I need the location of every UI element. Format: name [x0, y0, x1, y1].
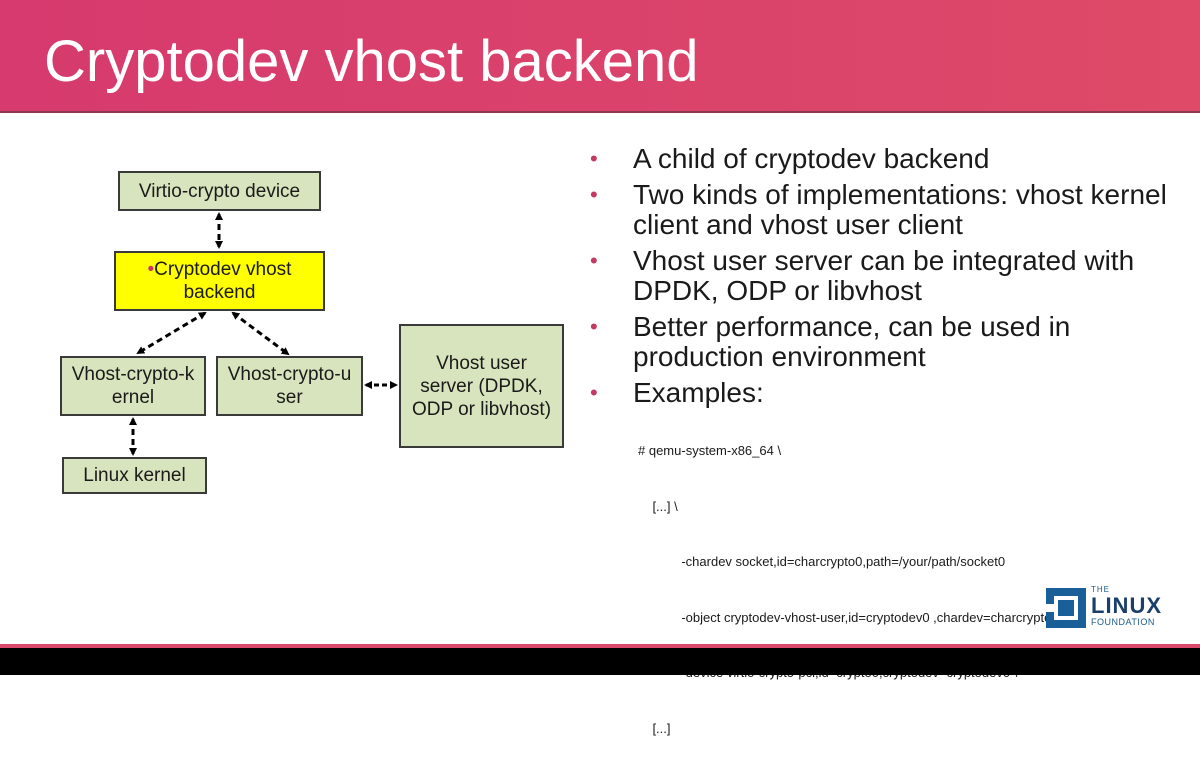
- arrow-backend-to-user-client: [231, 311, 290, 356]
- arrow-backend-to-kernel-client: [136, 311, 207, 355]
- linux-kernel-box: Linux kernel: [62, 457, 207, 494]
- code-line: # qemu-system-x86_64 \: [638, 443, 782, 458]
- code-line: -chardev socket,id=charcrypto0,path=/you…: [638, 554, 1006, 569]
- bullet-marker: •: [590, 146, 598, 171]
- virtio-crypto-device-label: Virtio-crypto device: [138, 180, 301, 202]
- bullet-marker: •: [590, 380, 598, 405]
- cryptodev-vhost-backend-box: •Cryptodev vhost backend: [114, 251, 325, 311]
- linux-foundation-logo: THE LINUX FOUNDATION: [1046, 585, 1176, 630]
- bullet-item: •A child of cryptodev backend: [590, 143, 990, 174]
- vhost-crypto-kernel-label: Vhost-crypto-kernel: [71, 364, 195, 408]
- title-bar: Cryptodev vhost backend: [0, 0, 1200, 111]
- code-line: -object cryptodev-vhost-user,id=cryptode…: [638, 609, 1063, 625]
- bullet-marker: •: [590, 248, 598, 273]
- title-divider: [0, 111, 1200, 113]
- vhost-user-server-box: Vhost user server (DPDK, ODP or libvhost…: [399, 324, 564, 448]
- linux-kernel-label: Linux kernel: [83, 465, 186, 486]
- vhost-crypto-user-label: Vhost-crypto-user: [227, 364, 352, 408]
- bullet-marker: •: [590, 182, 598, 207]
- qemu-command-example: # qemu-system-x86_64 \ [...] \ -chardev …: [638, 405, 1062, 757]
- bullet-marker: •: [590, 314, 598, 339]
- logo-the: THE: [1091, 585, 1110, 594]
- linux-foundation-mark-icon: [1046, 588, 1086, 628]
- code-line: [...]: [638, 720, 671, 736]
- vhost-crypto-kernel-box: Vhost-crypto-kernel: [60, 356, 206, 416]
- vhost-user-server-label: Vhost user server (DPDK, ODP or libvhost…: [411, 352, 552, 420]
- bullet-item: •Two kinds of implementations: vhost ker…: [590, 179, 1167, 240]
- bullet-list: •A child of cryptodev backend •Two kinds…: [590, 144, 1190, 414]
- logo-linux: LINUX: [1091, 593, 1162, 618]
- diagram-arrows: [129, 212, 398, 456]
- cryptodev-vhost-backend-label: •Cryptodev vhost backend: [147, 259, 292, 303]
- bullet-item: •Better performance, can be used in prod…: [590, 311, 1071, 372]
- vhost-crypto-user-box: Vhost-crypto-user: [216, 356, 363, 416]
- virtio-crypto-device-box: Virtio-crypto device: [118, 171, 321, 211]
- logo-foundation: FOUNDATION: [1091, 617, 1155, 627]
- bottom-accent-line: [0, 644, 1200, 648]
- backend-bullet-marker: •: [147, 259, 155, 280]
- slide-title: Cryptodev vhost backend: [44, 29, 699, 94]
- bullet-item: •Examples:: [590, 377, 764, 408]
- bullet-item: •Vhost user server can be integrated wit…: [590, 245, 1135, 306]
- bottom-bar: [0, 648, 1200, 675]
- code-line: [...] \: [638, 498, 678, 514]
